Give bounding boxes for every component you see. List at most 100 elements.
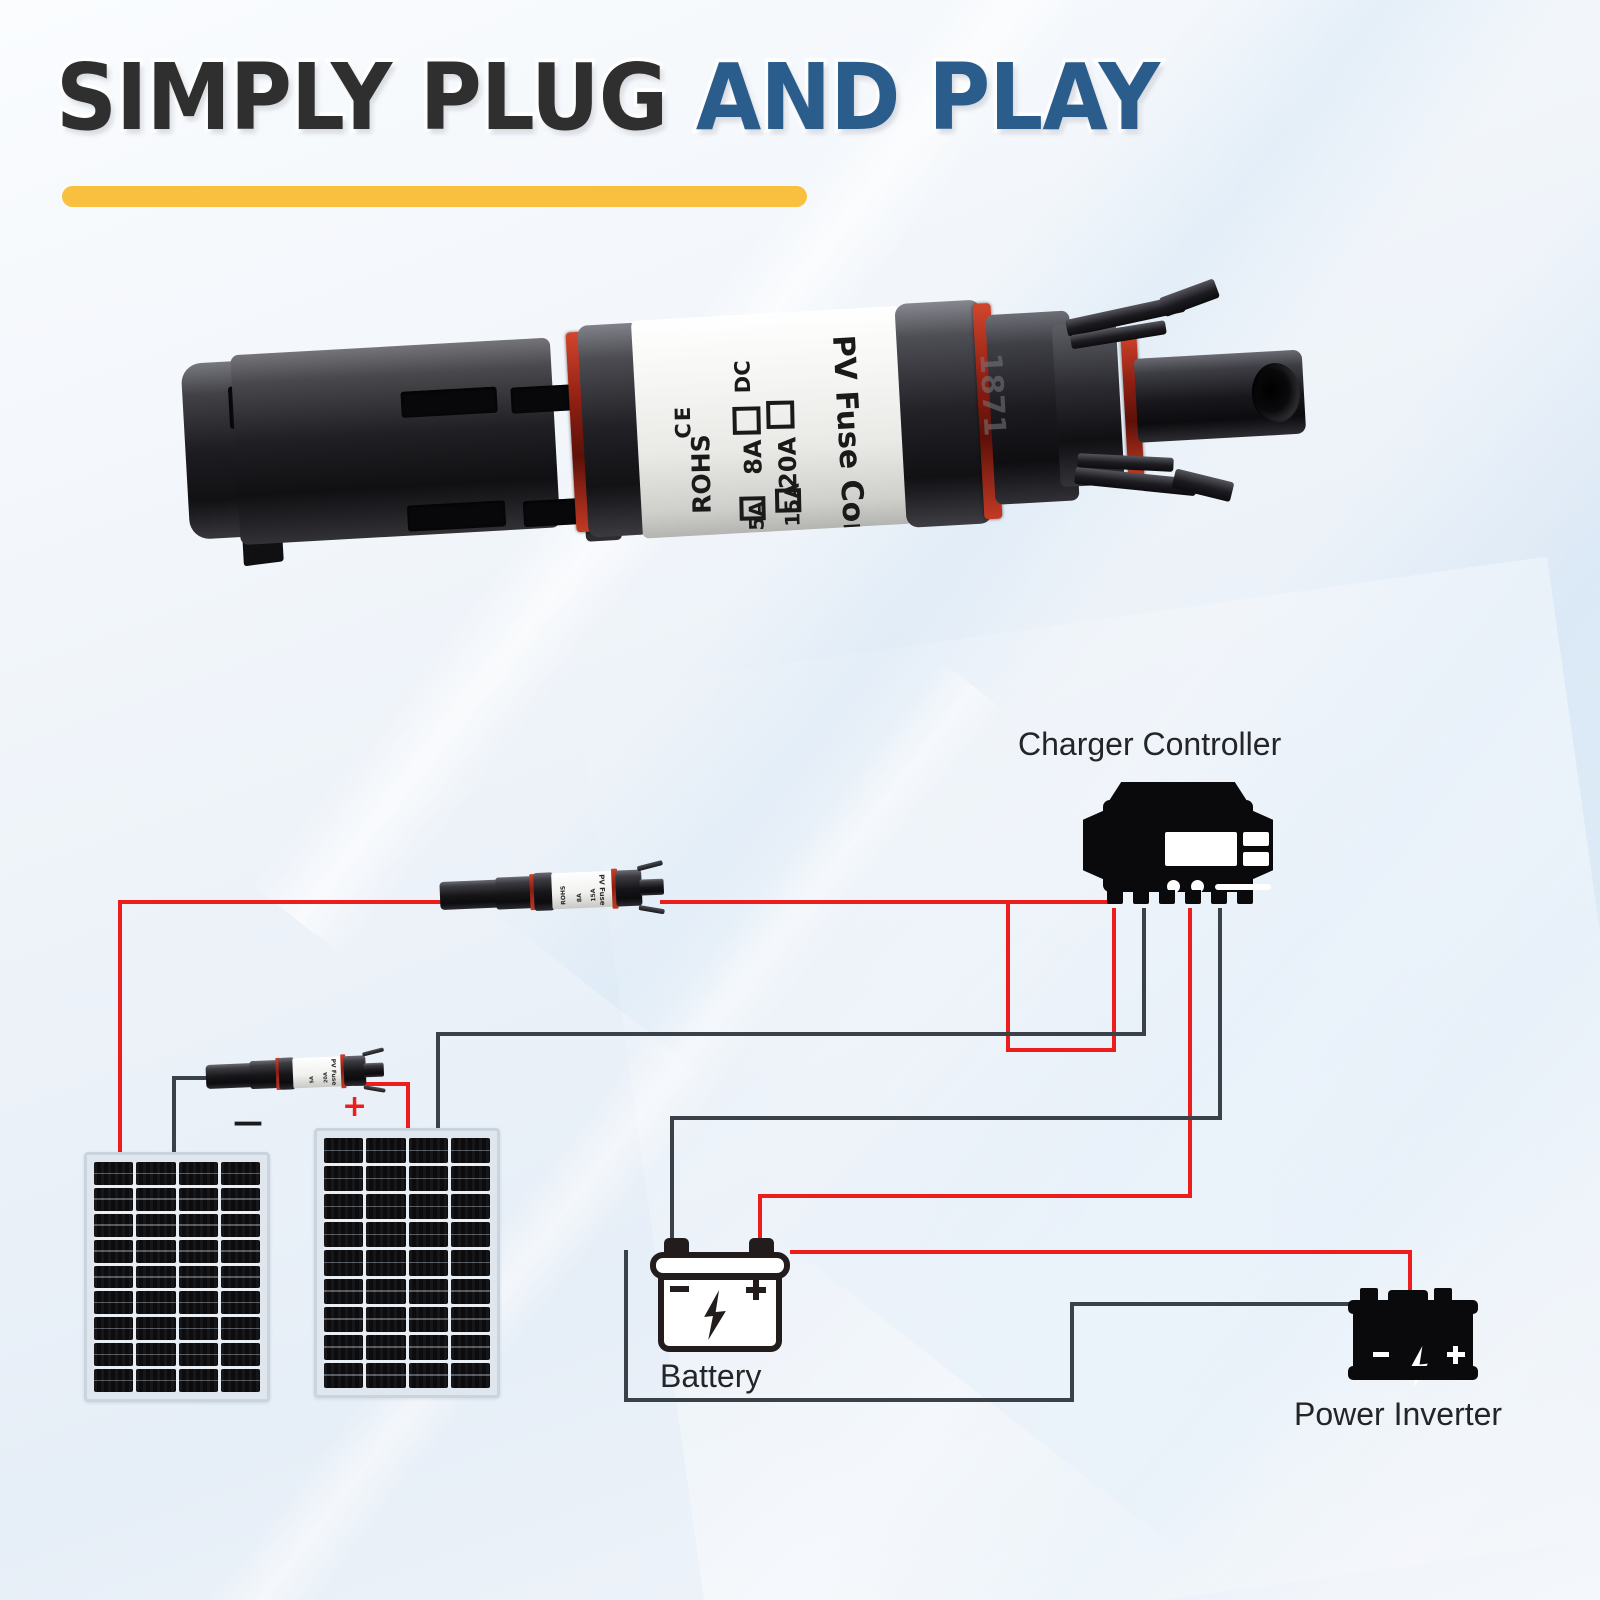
mini-label-opt-c: 5A: [309, 1076, 316, 1084]
solar-cell: [450, 1278, 491, 1304]
solar-cell: [450, 1138, 491, 1164]
solar-cell: [366, 1222, 406, 1248]
controller-hood: [1107, 782, 1249, 804]
inverter-terminal-positive: [1434, 1288, 1452, 1302]
solar-cell: [220, 1162, 261, 1185]
wire-positive-bus-run: [1006, 1048, 1116, 1052]
solar-cell: [220, 1187, 261, 1211]
controller-terminal: [1237, 890, 1253, 904]
solar-cell: [450, 1222, 491, 1248]
controller-terminal: [1185, 890, 1201, 904]
controller-terminal: [1107, 890, 1123, 904]
inverter-terminal-negative: [1360, 1288, 1378, 1302]
mini-label-sleeve: PV Fuse Connector ROHS 8A 15A: [551, 870, 615, 910]
wire-panel1-negative-run: [172, 1076, 214, 1080]
wire-battery-negative-drop: [670, 1116, 674, 1250]
controller-side-button: [1243, 832, 1269, 846]
wire-inverter-positive-drop: [1408, 1250, 1412, 1296]
solar-cell: [408, 1250, 449, 1276]
power-inverter-label: Power Inverter: [1294, 1396, 1503, 1432]
mini-housing-body: [495, 876, 533, 910]
inverter-body: [1353, 1314, 1473, 1388]
panel-cell-grid: [324, 1138, 491, 1388]
wire-controller-battery-negative-v: [1218, 908, 1222, 1120]
solar-cell: [136, 1291, 176, 1315]
controller-display: [1165, 832, 1237, 866]
wire-positive-panel1-riser: [118, 900, 122, 1156]
charger-controller-label: Charger Controller: [1018, 726, 1282, 762]
solar-cell: [220, 1343, 261, 1367]
solar-cell: [408, 1138, 449, 1164]
solar-cell: [408, 1166, 449, 1192]
battery-icon: [646, 1238, 794, 1356]
charger-controller-icon: [1075, 782, 1280, 907]
battery-minus-symbol: [670, 1286, 689, 1292]
solar-cell: [220, 1369, 261, 1392]
solar-cell: [366, 1194, 406, 1220]
wire-inverter-negative-run: [1070, 1302, 1358, 1306]
battery-label: Battery: [660, 1358, 762, 1394]
wire-controller-battery-positive-v: [1188, 908, 1192, 1198]
solar-cell: [366, 1250, 406, 1276]
mini-label-title: PV Fuse Connector: [597, 874, 608, 909]
solar-cell: [408, 1222, 449, 1248]
controller-terminal: [1133, 890, 1149, 904]
controller-terminal: [1159, 890, 1175, 904]
solar-cell: [450, 1334, 491, 1360]
solar-cell: [324, 1222, 364, 1248]
solar-cell: [136, 1213, 176, 1237]
solar-cell: [366, 1334, 406, 1360]
mini-label-opt-d: 20A: [322, 1072, 330, 1084]
solar-cell: [94, 1213, 134, 1237]
controller-terminal: [1211, 890, 1227, 904]
solar-cell: [220, 1317, 261, 1341]
wire-battery-negative-bottom: [624, 1398, 1074, 1402]
wire-controller-battery-positive-h: [758, 1194, 1192, 1198]
solar-cell: [136, 1343, 176, 1367]
solar-cell: [450, 1194, 491, 1220]
title-part-accent: AND PLAY: [693, 44, 1164, 151]
wire-positive-to-controller-pv: [1112, 908, 1116, 1052]
inverter-minus-symbol: [1373, 1352, 1389, 1357]
wire-positive-top-run-right: [660, 900, 1110, 904]
solar-cell: [324, 1138, 364, 1164]
solar-cell: [324, 1334, 364, 1360]
mini-male-pin: [639, 878, 665, 896]
wire-panel2-positive-riser: [406, 1082, 410, 1134]
polarity-negative-label: —: [233, 1105, 263, 1140]
solar-cell: [178, 1343, 219, 1367]
solar-cell: [324, 1306, 364, 1332]
solar-panel-2: [314, 1128, 500, 1398]
solar-cell: [220, 1265, 261, 1289]
solar-cell: [220, 1239, 261, 1263]
mini-collar: [615, 869, 643, 907]
wire-battery-positive-drop: [758, 1194, 762, 1250]
solar-cell: [94, 1239, 134, 1263]
wire-positive-drop-to-bus: [1006, 900, 1010, 1052]
solar-cell: [366, 1166, 406, 1192]
wire-battery-inverter-positive: [790, 1250, 1412, 1254]
solar-cell: [324, 1362, 364, 1388]
wire-battery-negative-left: [624, 1250, 628, 1402]
solar-cell: [450, 1166, 491, 1192]
solar-panel-1: [84, 1152, 270, 1402]
controller-case: [1103, 800, 1271, 893]
mini-locking-tab: [636, 860, 664, 872]
title-part-primary: SIMPLY PLUG: [53, 44, 672, 151]
mini-male-pin: [363, 1062, 385, 1078]
solar-cell: [366, 1278, 406, 1304]
solar-cell: [450, 1362, 491, 1388]
wire-positive-top-run-left: [118, 900, 448, 904]
solar-cell: [408, 1362, 449, 1388]
solar-cell: [136, 1369, 176, 1392]
mini-label-opt-a: 8A: [575, 893, 584, 903]
solar-cell: [408, 1194, 449, 1220]
controller-side-button: [1243, 852, 1269, 866]
inverter-foot: [1348, 1366, 1478, 1380]
wire-panel2-positive-run: [354, 1082, 410, 1086]
controller-strip: [1215, 884, 1271, 890]
inverter-lid: [1348, 1300, 1478, 1314]
solar-cell: [178, 1239, 219, 1263]
